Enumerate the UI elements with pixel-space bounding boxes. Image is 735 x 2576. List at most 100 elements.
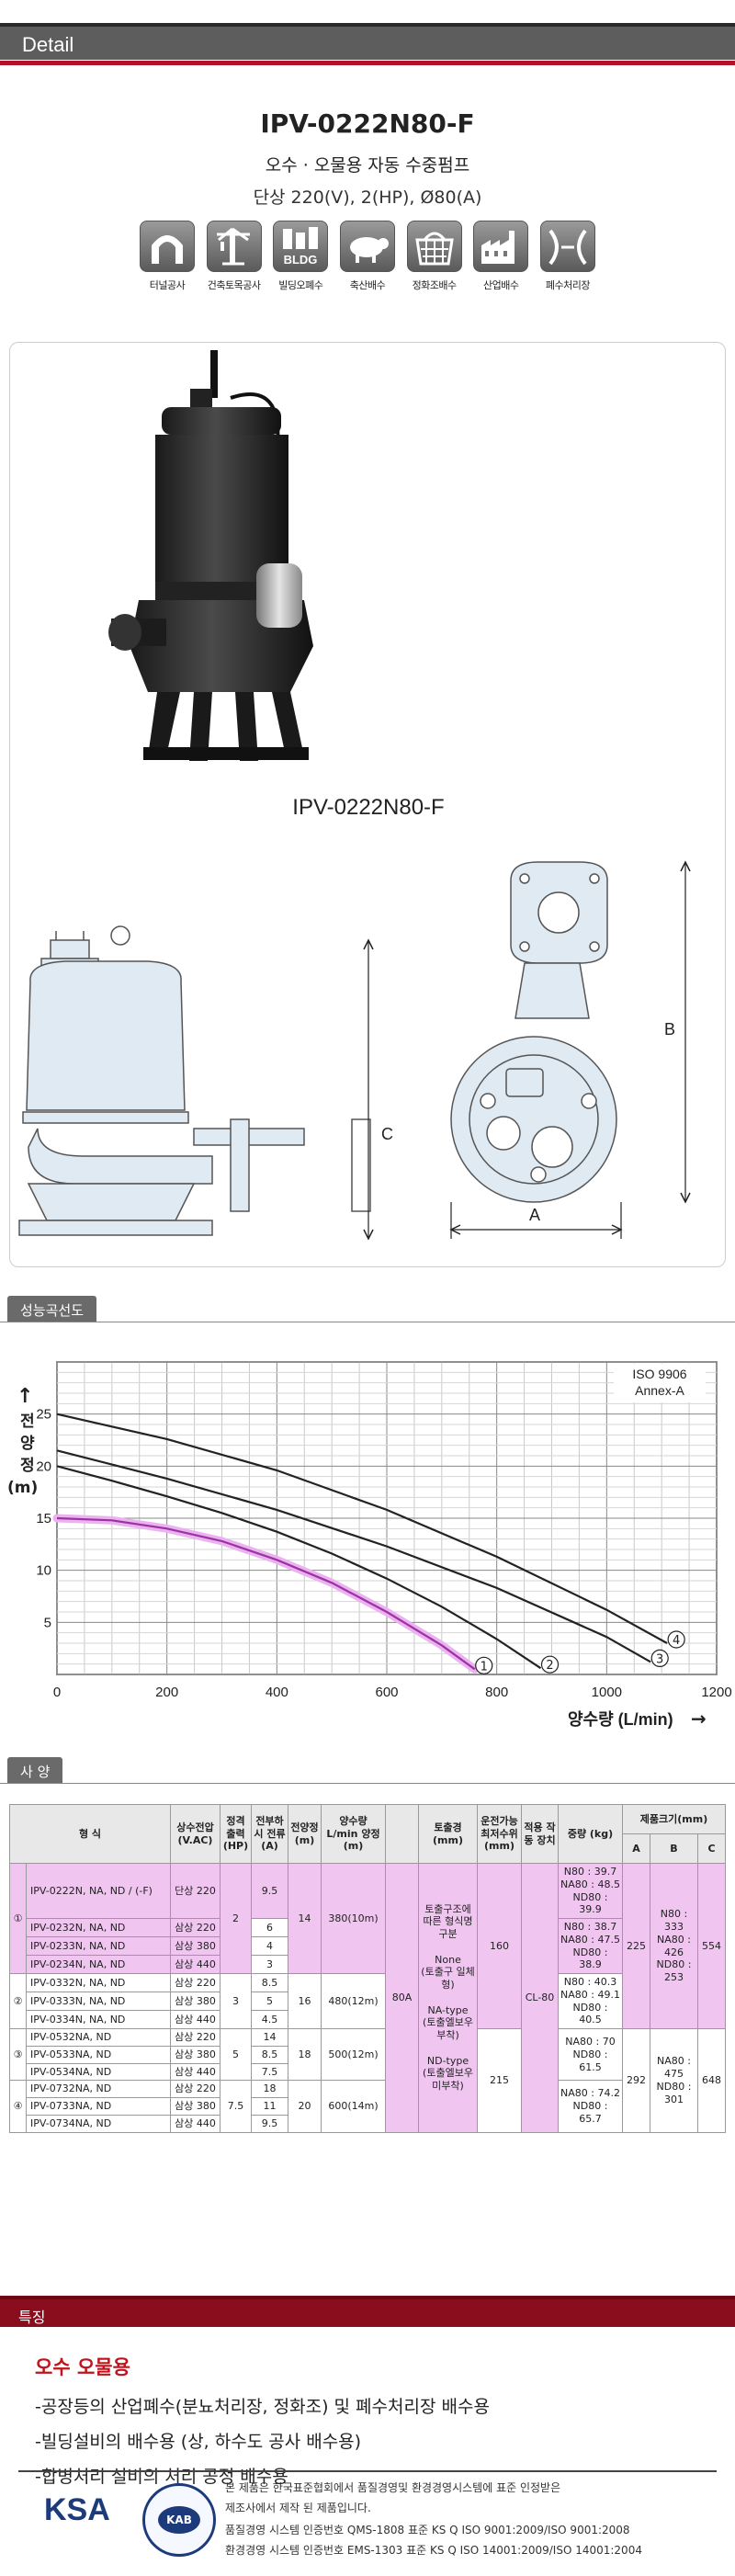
product-subtitle: 오수 · 오물용 자동 수중펌프: [265, 155, 470, 176]
dimension-c-label: C: [381, 1125, 393, 1143]
th-flow: 양수량 L/min 양정(m): [321, 1804, 386, 1864]
series-marker: [667, 1630, 685, 1649]
application-label: 터널공사: [149, 279, 186, 291]
series-marker: [650, 1649, 669, 1667]
series-marker: [540, 1655, 560, 1674]
spec-tab: 사 양: [7, 1757, 63, 1783]
table-row: ④ IPV-0732NA, ND 삼상 220 7.5 18 20 600(14…: [9, 2080, 726, 2133]
application-septic: 정화조배수: [405, 221, 464, 303]
feature-item: -공장등의 산업폐수(분뇨처리장, 정화조) 및 폐수처리장 배수용: [35, 2397, 490, 2417]
th-outlet-code: [385, 1804, 419, 1864]
application-construction: 건축토목공사: [205, 221, 264, 303]
kab-seal-icon: KAB: [142, 2483, 216, 2557]
th-output: 정격 출력 (HP): [220, 1804, 252, 1864]
wastewater-icon: [539, 221, 595, 272]
ksa-logo: KSA: [44, 2492, 110, 2527]
detail-title: Detail: [22, 33, 74, 56]
application-wastewater: 폐수처리장: [538, 221, 597, 303]
application-livestock: 축산배수: [338, 221, 397, 303]
application-label: 건축토목공사: [207, 279, 261, 291]
th-voltage: 상수전압 (V.AC): [170, 1804, 220, 1864]
table-row: ② IPV-0332N, NA, ND 삼상 220 3 8.5 16 480(…: [9, 1973, 726, 2029]
features-heading: 오수 오물용: [35, 2356, 130, 2378]
th-min-water: 운전가능 최저수위 (mm): [477, 1804, 522, 1864]
th-weight: 중량 (kg): [558, 1804, 623, 1864]
application-label: 정화조배수: [412, 279, 458, 291]
th-b: B: [650, 1833, 698, 1864]
application-tunnel: 터널공사: [138, 221, 197, 303]
table-row: IPV-0334N, NA, ND 삼상 440 4.5: [10, 2010, 726, 2029]
application-label: 폐수처리장: [545, 279, 591, 291]
cert-line-2: 제조사에서 제작 된 제품입니다.: [225, 2502, 371, 2514]
product-caption: IPV-0222N80-F: [292, 795, 445, 820]
series-label: 4: [673, 1634, 680, 1648]
th-c: C: [697, 1833, 726, 1864]
svg-text:BLDG: BLDG: [284, 253, 318, 267]
dimension-a-label: A: [529, 1206, 540, 1224]
cert-line-4: 환경경영 시스템 인증번호 EMS-1303 표준 KS Q ISO 14001…: [225, 2544, 642, 2557]
th-model: 형 식: [9, 1804, 171, 1864]
certification-box: KSA KAB 본 제품은 한국표준협회에서 품질경영및 환경경영시스템에 표준…: [18, 2470, 717, 2562]
table-row: IPV-0333N, NA, ND 삼상 380 5: [10, 1992, 726, 2011]
detail-header-bar: Detail: [0, 23, 735, 65]
y-tick-label: 15: [36, 1511, 51, 1526]
performance-tab: 성능곡선도: [7, 1296, 97, 1322]
table-row: IPV-0733NA, ND 삼상 380 11: [10, 2097, 726, 2116]
industry-icon: [473, 221, 529, 272]
cert-line-1: 본 제품은 한국표준협회에서 품질경영및 환경경영시스템에 표준 인정받은: [225, 2481, 561, 2494]
series-label: 1: [481, 1660, 488, 1674]
construction-icon: [206, 221, 262, 272]
table-row: ③ IPV-0532NA, ND 삼상 220 5 14 18 500(12m)…: [9, 2027, 726, 2133]
header-accent-line: [0, 61, 735, 65]
dimension-b-label: B: [664, 1020, 675, 1038]
product-spec-line: 단상 220(V), 2(HP), Ø80(A): [253, 187, 482, 208]
series-line: [56, 1465, 542, 1670]
tunnel-icon: [140, 221, 195, 272]
table-row: ① IPV-0222N, NA, ND / (-F) 단상 220 2 9.5 …: [9, 1863, 726, 2133]
x-tick-label: 200: [155, 1685, 178, 1700]
y-tick-label: 25: [36, 1407, 51, 1423]
application-icons: 터널공사 건축토목공사 BLDG 빌딩오폐수 축산배수 정화조배수: [138, 221, 597, 303]
application-industry: 산업배수: [471, 221, 530, 303]
chart-note: ISO 9906 Annex-A: [614, 1364, 706, 1402]
series-line: [56, 1449, 651, 1663]
x-tick-label: 1200: [701, 1685, 731, 1700]
application-label: 산업배수: [483, 279, 519, 291]
x-tick-label: 800: [485, 1685, 508, 1700]
application-label: 빌딩오폐수: [278, 279, 323, 291]
application-label: 축산배수: [349, 279, 386, 291]
application-building: BLDG 빌딩오폐수: [271, 221, 330, 303]
th-a: A: [622, 1833, 650, 1864]
pump-photo: [108, 350, 313, 761]
livestock-icon: [339, 221, 395, 272]
y-tick-label: 20: [36, 1458, 51, 1474]
series-label: 3: [656, 1652, 663, 1666]
series-marker: [475, 1656, 493, 1674]
xlabel-arrow: →: [691, 1708, 707, 1730]
th-head: 전양정 (m): [288, 1804, 322, 1864]
th-outlet: 토출경 (mm): [418, 1804, 478, 1864]
spec-table: 형 식 상수전압 (V.AC) 정격 출력 (HP) 전부하시 전류(A) 전양…: [9, 1804, 726, 2133]
x-tick-label: 400: [266, 1685, 288, 1700]
xlabel: 양수량 (L/min): [568, 1710, 673, 1729]
chart-grid: [56, 1361, 718, 1675]
septic-icon: [406, 221, 462, 272]
building-icon: BLDG: [273, 221, 329, 272]
annex-note: Annex-A: [635, 1383, 684, 1398]
x-tick-label: 0: [53, 1685, 61, 1700]
table-row: IPV-0533NA, ND 삼상 380 8.5: [10, 2045, 726, 2064]
table-row: IPV-0534NA, ND 삼상 440 7.5: [10, 2062, 726, 2082]
th-current: 전부하시 전류(A): [251, 1804, 288, 1864]
x-tick-label: 600: [375, 1685, 398, 1700]
table-row: IPV-0734NA, ND 삼상 440 9.5: [10, 2114, 726, 2133]
dimension-drawing: C B: [18, 860, 691, 1241]
iso-note: ISO 9906: [632, 1367, 686, 1381]
ylabel-arrow: ↑: [17, 1385, 33, 1408]
cert-line-3: 품질경영 시스템 인증번호 QMS-1808 표준 KS Q ISO 9001:…: [225, 2524, 630, 2536]
